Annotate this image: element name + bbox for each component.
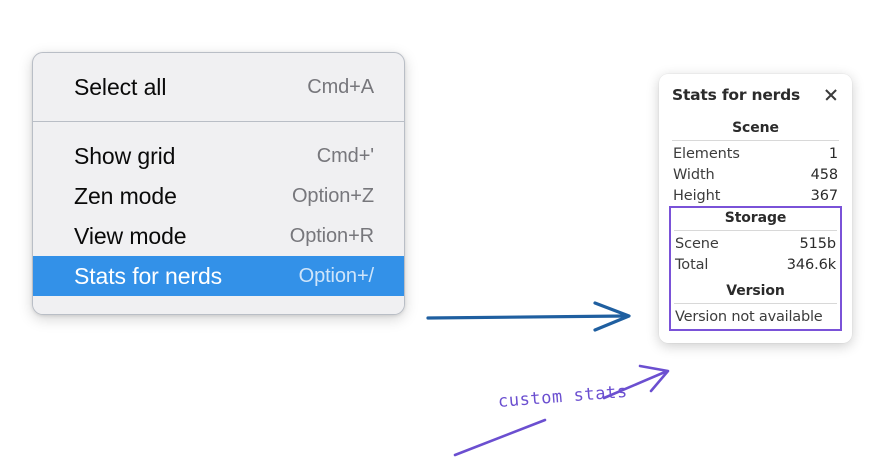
stat-label: Scene (675, 235, 719, 252)
menu-group-view: Show grid Cmd+' Zen mode Option+Z View m… (33, 122, 404, 296)
stat-row-elements: Elements 1 (671, 143, 840, 164)
menu-item-show-grid[interactable]: Show grid Cmd+' (33, 136, 404, 176)
menu-item-zen-mode[interactable]: Zen mode Option+Z (33, 176, 404, 216)
menu-item-label: Select all (74, 73, 167, 100)
stat-value: 515b (799, 235, 837, 252)
menu-item-stats-for-nerds[interactable]: Stats for nerds Option+/ (33, 256, 404, 296)
stat-row-width: Width 458 (671, 164, 840, 185)
stats-section-scene: Scene Elements 1 Width 458 Height 367 (671, 118, 840, 206)
stats-for-nerds-panel[interactable]: Stats for nerds Scene Elements 1 Width 4… (659, 74, 852, 343)
menu-item-shortcut: Option+Z (291, 184, 374, 207)
menu-item-view-mode[interactable]: View mode Option+R (33, 216, 404, 256)
menu-item-shortcut: Option+R (289, 224, 374, 247)
section-heading: Storage (724, 210, 787, 226)
stat-label: Total (675, 256, 709, 273)
section-rule (674, 303, 837, 304)
section-heading: Version (726, 283, 785, 299)
section-rule (674, 230, 837, 231)
stat-value: 367 (810, 187, 838, 204)
stats-panel-title: Stats for nerds (672, 86, 801, 104)
menu-item-label: Stats for nerds (74, 262, 223, 289)
menu-item-label: View mode (74, 222, 187, 249)
annotation-custom-stats-label: custom stats (497, 381, 629, 412)
stat-label: Height (673, 187, 721, 204)
menu-item-label: Show grid (74, 142, 176, 169)
version-not-available-text: Version not available (675, 309, 823, 325)
menu-item-shortcut: Cmd+A (307, 75, 374, 98)
menu-item-shortcut: Cmd+' (316, 144, 374, 167)
annotation-underline-stroke (453, 418, 547, 457)
stat-value: 346.6k (786, 256, 836, 273)
section-rule (672, 140, 839, 141)
stats-custom-highlight-box: Storage Scene 515b Total 346.6k Version … (669, 206, 842, 331)
stat-row-storage-scene: Scene 515b (673, 233, 838, 254)
close-icon[interactable] (823, 87, 839, 103)
menu-divider (33, 121, 404, 122)
menu-bottom-padding (33, 296, 404, 314)
stat-row-storage-total: Total 346.6k (673, 254, 838, 275)
stats-panel-header: Stats for nerds (671, 86, 840, 104)
menu-item-shortcut: Option+/ (298, 264, 374, 287)
canvas-context-menu[interactable]: Select all Cmd+A Show grid Cmd+' Zen mod… (32, 52, 405, 315)
section-heading: Scene (732, 120, 779, 136)
stat-label: Width (673, 166, 715, 183)
menu-item-label: Zen mode (74, 182, 177, 209)
stat-label: Elements (673, 145, 740, 162)
stat-row-height: Height 367 (671, 185, 840, 206)
menu-item-select-all[interactable]: Select all Cmd+A (33, 67, 404, 107)
arrow-right-icon (426, 301, 631, 332)
stat-value: 458 (810, 166, 838, 183)
menu-group-selection: Select all Cmd+A (33, 53, 404, 121)
stat-value: 1 (828, 145, 838, 162)
